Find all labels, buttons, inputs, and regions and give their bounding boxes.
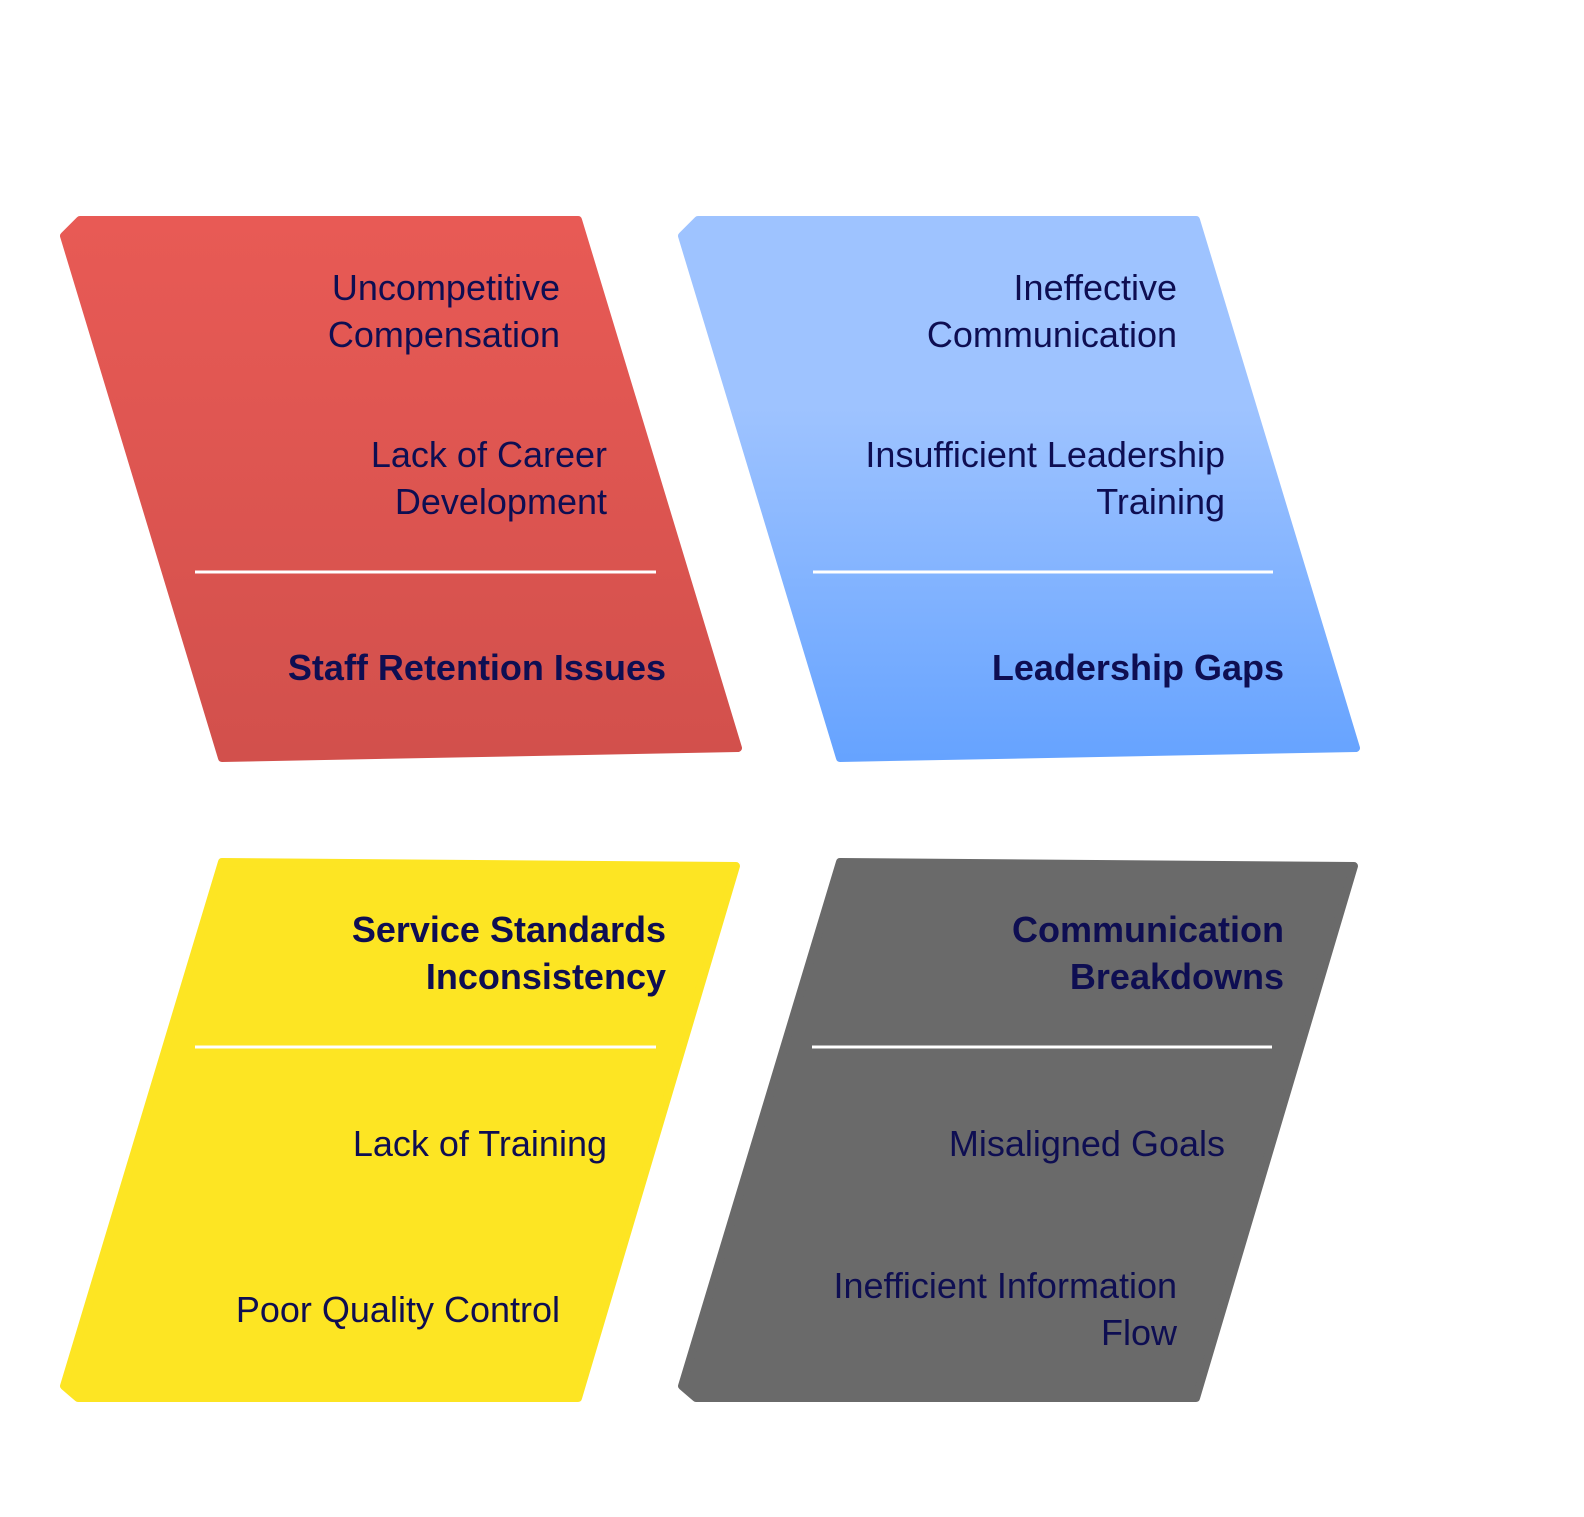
communication-breakdowns-panel	[678, 858, 1358, 1402]
category-title: Staff Retention Issues	[287, 647, 666, 688]
cause-label: Misaligned Goals	[948, 1123, 1225, 1164]
leadership-gaps-panel	[678, 216, 1360, 762]
service-standards-panel	[60, 858, 740, 1402]
staff-retention-panel	[60, 216, 742, 762]
category-title: Leadership Gaps	[991, 647, 1284, 688]
cause-label: Lack of Training	[352, 1123, 607, 1164]
cause-label: Poor Quality Control	[235, 1289, 560, 1330]
